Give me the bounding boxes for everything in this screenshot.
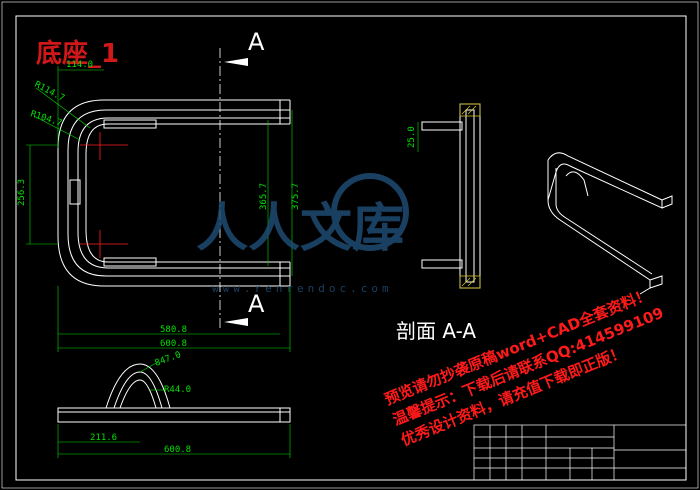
section-view: [421, 103, 481, 289]
dim-height-left: 256.3: [17, 179, 27, 206]
dim-side-radius: R44.0: [164, 385, 191, 395]
svg-text:A: A: [248, 290, 265, 318]
section-marker-bottom: A: [224, 290, 265, 326]
red-notice: 预览请勿抄袭原稿word+CAD全套资料！ 温馨提示：下载后请联系QQ:4145…: [382, 285, 666, 449]
dim-width-outer: 600.8: [160, 339, 187, 349]
section-label: 剖面 A-A: [396, 319, 476, 343]
section-hatch: [459, 103, 481, 289]
top-view: [57, 99, 291, 287]
dim-outer-radius: R114.7: [33, 80, 66, 104]
watermark: 人人文库 www.renrendoc.com: [196, 173, 409, 295]
section-marker-top: A: [224, 28, 265, 66]
side-dimension-lines: [57, 361, 291, 458]
drawing-title: 底座_1: [36, 38, 119, 69]
dim-height-mid: 365.7: [259, 183, 269, 210]
watermark-url: www.renrendoc.com: [212, 282, 393, 295]
watermark-text: 人人文库: [196, 198, 404, 259]
dim-side-width: 600.8: [164, 445, 191, 455]
svg-text:A: A: [248, 28, 265, 56]
dim-side-angle: 847.0: [154, 350, 183, 369]
dim-top-width: 114.0: [66, 60, 93, 70]
isometric-view: [547, 152, 673, 295]
side-view: [57, 363, 291, 423]
outer-frame: [15, 15, 687, 481]
centerlines: [80, 132, 128, 258]
title-block: [473, 424, 687, 481]
dim-side-offset: 211.6: [90, 433, 117, 443]
dim-width-inner: 580.8: [160, 325, 187, 335]
dim-height-right: 375.7: [291, 183, 301, 210]
dim-section-height: 25.0: [407, 126, 417, 148]
dimension-lines: [26, 66, 293, 352]
